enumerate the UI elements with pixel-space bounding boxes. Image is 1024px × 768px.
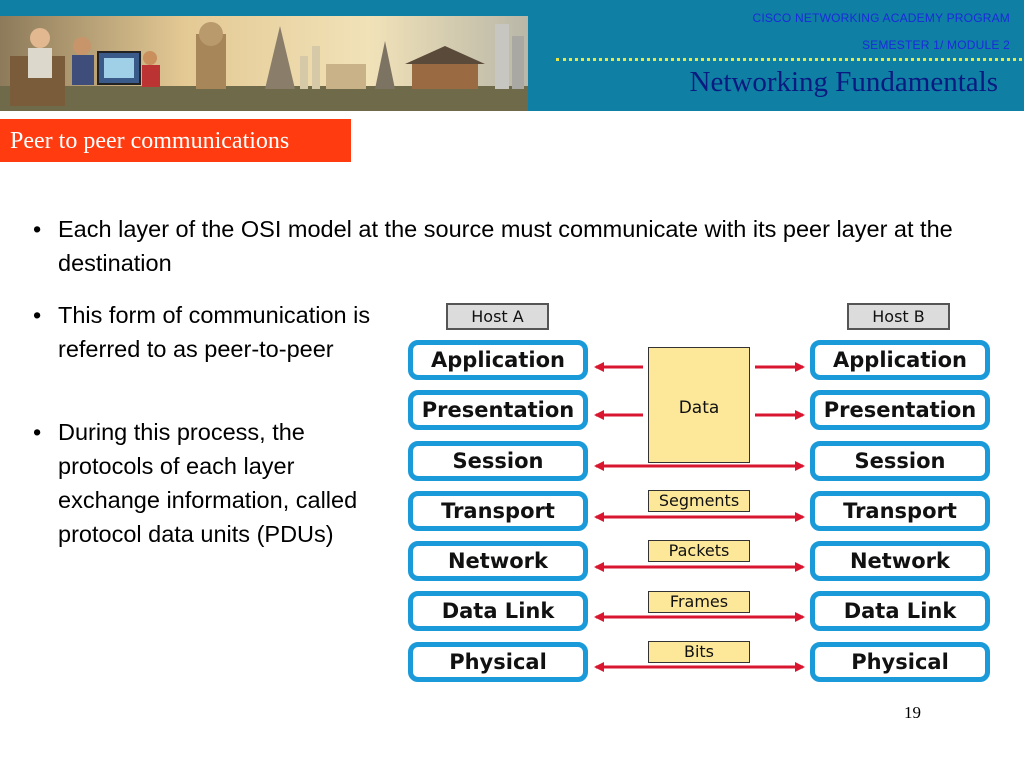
- host-a-layer-application: Application: [408, 340, 588, 380]
- host-b-layer-session: Session: [810, 441, 990, 481]
- program-name: CISCO NETWORKING ACADEMY PROGRAM: [752, 11, 1010, 25]
- bullet-text: Each layer of the OSI model at the sourc…: [58, 216, 953, 276]
- section-title: Peer to peer communications: [0, 119, 351, 162]
- host-b-label: Host B: [847, 303, 950, 330]
- data-pdu-block: Data: [648, 347, 750, 463]
- pdu-frames: Frames: [648, 591, 750, 613]
- host-b-layer-presentation: Presentation: [810, 390, 990, 430]
- host-a-layer-presentation: Presentation: [408, 390, 588, 430]
- host-b-layer-application: Application: [810, 340, 990, 380]
- host-b-layer-network: Network: [810, 541, 990, 581]
- pdu-bits: Bits: [648, 641, 750, 663]
- bullet-text: During this process, the protocols of ea…: [58, 419, 358, 547]
- host-a-label: Host A: [446, 303, 549, 330]
- bullet-dot: •: [33, 302, 42, 328]
- host-a-layer-transport: Transport: [408, 491, 588, 531]
- page-number: 19: [904, 703, 921, 722]
- host-b-layer-transport: Transport: [810, 491, 990, 531]
- host-b-layer-physical: Physical: [810, 642, 990, 682]
- pdu-packets: Packets: [648, 540, 750, 562]
- semester-module: SEMESTER 1/ MODULE 2: [861, 38, 1010, 52]
- host-b-layer-data-link: Data Link: [810, 591, 990, 631]
- header-titles: CISCO NETWORKING ACADEMY PROGRAM SEMESTE…: [528, 0, 1024, 111]
- header-banner: CISCO NETWORKING ACADEMY PROGRAM SEMESTE…: [0, 0, 1024, 111]
- bullet-dot: •: [33, 216, 42, 242]
- bullet-item: • This form of communication is referred…: [33, 298, 393, 366]
- host-a-layer-session: Session: [408, 441, 588, 481]
- course-title: Networking Fundamentals: [689, 66, 998, 98]
- header-illustration: [0, 16, 528, 111]
- bullet-text: This form of communication is referred t…: [58, 302, 371, 362]
- bullet-item: • Each layer of the OSI model at the sou…: [33, 212, 953, 280]
- bullet-item: • During this process, the protocols of …: [33, 415, 393, 551]
- bullet-dot: •: [33, 419, 42, 445]
- host-a-layer-physical: Physical: [408, 642, 588, 682]
- host-a-layer-network: Network: [408, 541, 588, 581]
- dotted-divider: [556, 58, 1022, 61]
- host-a-layer-data-link: Data Link: [408, 591, 588, 631]
- pdu-segments: Segments: [648, 490, 750, 512]
